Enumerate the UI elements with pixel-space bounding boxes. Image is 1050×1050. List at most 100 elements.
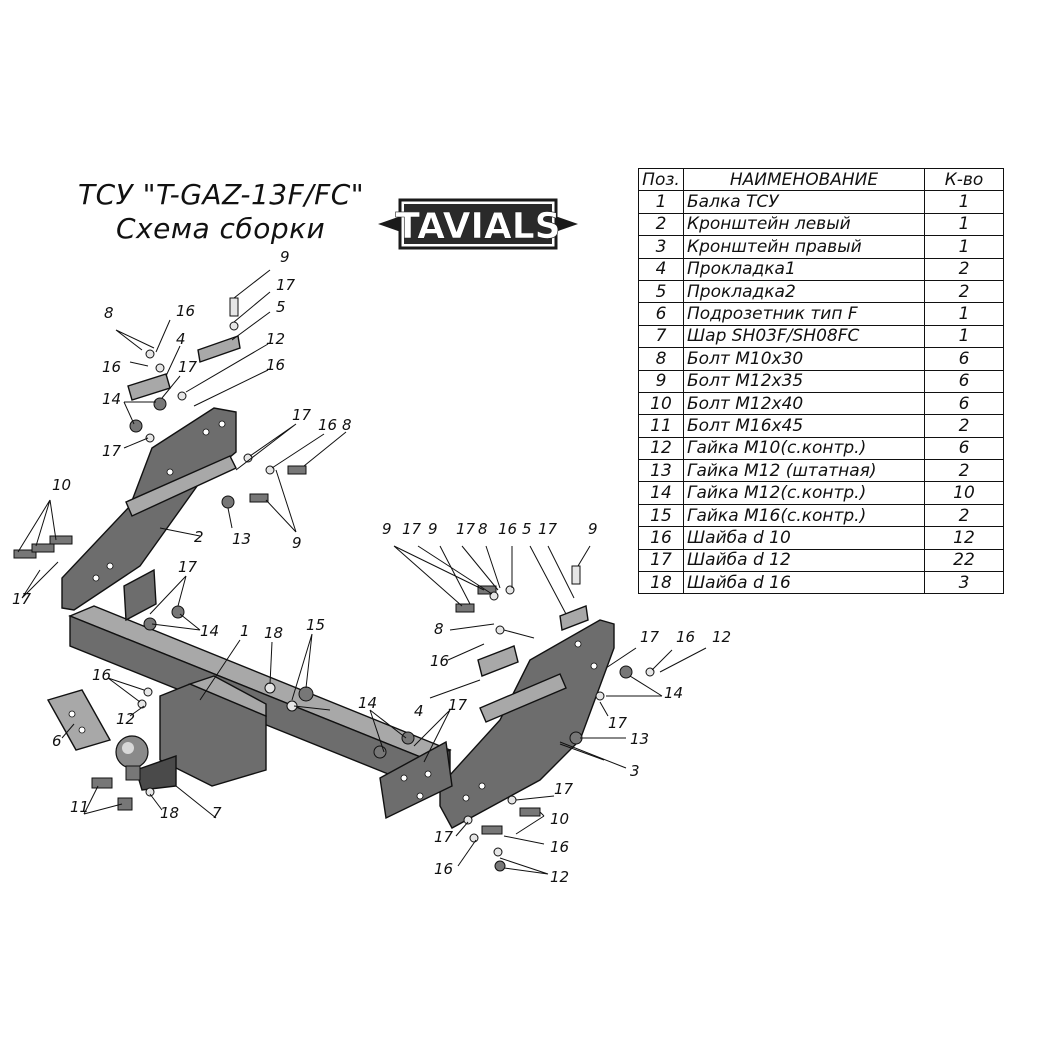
cell-qty: 2 (924, 414, 1004, 438)
cell-qty: 6 (924, 391, 1004, 416)
callout-number: 17 (434, 828, 454, 846)
cell-qty: 2 (924, 459, 1004, 483)
drawing-subtitle: Схема сборки (116, 212, 326, 245)
callout-number: 10 (52, 476, 71, 494)
drawing-title: ТСУ "T-GAZ-13F/FC" (78, 178, 365, 211)
callout-number: 17 (178, 358, 198, 376)
callout-number: 8 (342, 416, 352, 434)
callout-number: 5 (276, 298, 286, 316)
callout-number: 11 (70, 798, 89, 816)
callout-number: 17 (12, 590, 32, 608)
header-qty: К-во (924, 167, 1004, 192)
cell-qty: 1 (924, 302, 1004, 326)
callout-number: 14 (358, 694, 377, 712)
right-bracket-part (439, 619, 615, 829)
callout-number: 8 (434, 620, 444, 638)
callout-number: 17 (554, 780, 574, 798)
cell-qty: 6 (924, 436, 1004, 461)
leader-lines (17, 269, 707, 875)
cell-name: Шайба d 16 (683, 571, 925, 595)
callout-number: 2 (194, 528, 204, 546)
callout-number: 16 (92, 666, 111, 684)
cell-pos: 9 (638, 369, 684, 393)
cell-name: Болт М10х30 (683, 347, 925, 371)
callout-number: 17 (402, 520, 422, 538)
cell-qty: 10 (924, 481, 1004, 505)
callout-number: 16 (550, 838, 569, 856)
cell-qty: 2 (924, 279, 1004, 304)
cell-qty: 3 (924, 571, 1004, 595)
callout-number: 16 (434, 860, 453, 878)
callout-number: 16 (266, 356, 285, 374)
cell-qty: 2 (924, 257, 1004, 281)
logo-wordmark: TAVIALS (395, 206, 560, 247)
left-bracket-part (61, 407, 237, 611)
callout-number: 9 (428, 520, 438, 538)
callout-number: 17 (102, 442, 122, 460)
spacer-parts (127, 335, 589, 677)
cell-name: Прокладка1 (683, 257, 925, 281)
cell-name: Подрозетник тип F (683, 302, 925, 326)
callout-number: 15 (306, 616, 325, 634)
cell-name: Кронштейн правый (683, 235, 925, 259)
callout-number: 8 (104, 304, 114, 322)
callout-number: 16 (176, 302, 195, 320)
cell-name: Шар SH03F/SH08FC (683, 324, 925, 349)
callout-number: 12 (550, 868, 569, 886)
cell-qty: 1 (924, 324, 1004, 349)
callout-number: 16 (498, 520, 517, 538)
callout-number: 4 (414, 702, 424, 720)
callout-number: 10 (550, 810, 569, 828)
cell-pos: 14 (638, 481, 684, 505)
callout-number: 9 (588, 520, 598, 538)
callout-number: 12 (266, 330, 285, 348)
cell-qty: 1 (924, 212, 1004, 237)
callout-number: 9 (292, 534, 302, 552)
callout-number: 5 (522, 520, 532, 538)
callout-number: 17 (608, 714, 628, 732)
callout-number: 4 (176, 330, 186, 348)
callout-number: 13 (630, 730, 649, 748)
cell-name: Гайка М12(с.контр.) (683, 481, 925, 505)
cell-name: Болт М16х45 (683, 414, 925, 438)
callout-number: 3 (630, 762, 640, 780)
cell-pos: 18 (638, 571, 684, 595)
cell-pos: 17 (638, 548, 684, 573)
callout-number: 17 (538, 520, 558, 538)
ball-mount-part (115, 675, 267, 791)
callout-number: 13 (232, 530, 251, 548)
cell-pos: 4 (638, 257, 684, 281)
callout-number: 16 (318, 416, 337, 434)
callout-number: 14 (102, 390, 121, 408)
cell-pos: 7 (638, 324, 684, 349)
callout-number: 17 (640, 628, 660, 646)
callout-number: 16 (430, 652, 449, 670)
callout-number: 14 (664, 684, 683, 702)
callout-number: 17 (456, 520, 476, 538)
tow-beam-part (68, 568, 453, 820)
callout-number: 6 (52, 732, 62, 750)
callout-number: 12 (712, 628, 731, 646)
callout-number: 12 (116, 710, 135, 728)
callout-number: 16 (102, 358, 121, 376)
callout-number: 18 (264, 624, 283, 642)
